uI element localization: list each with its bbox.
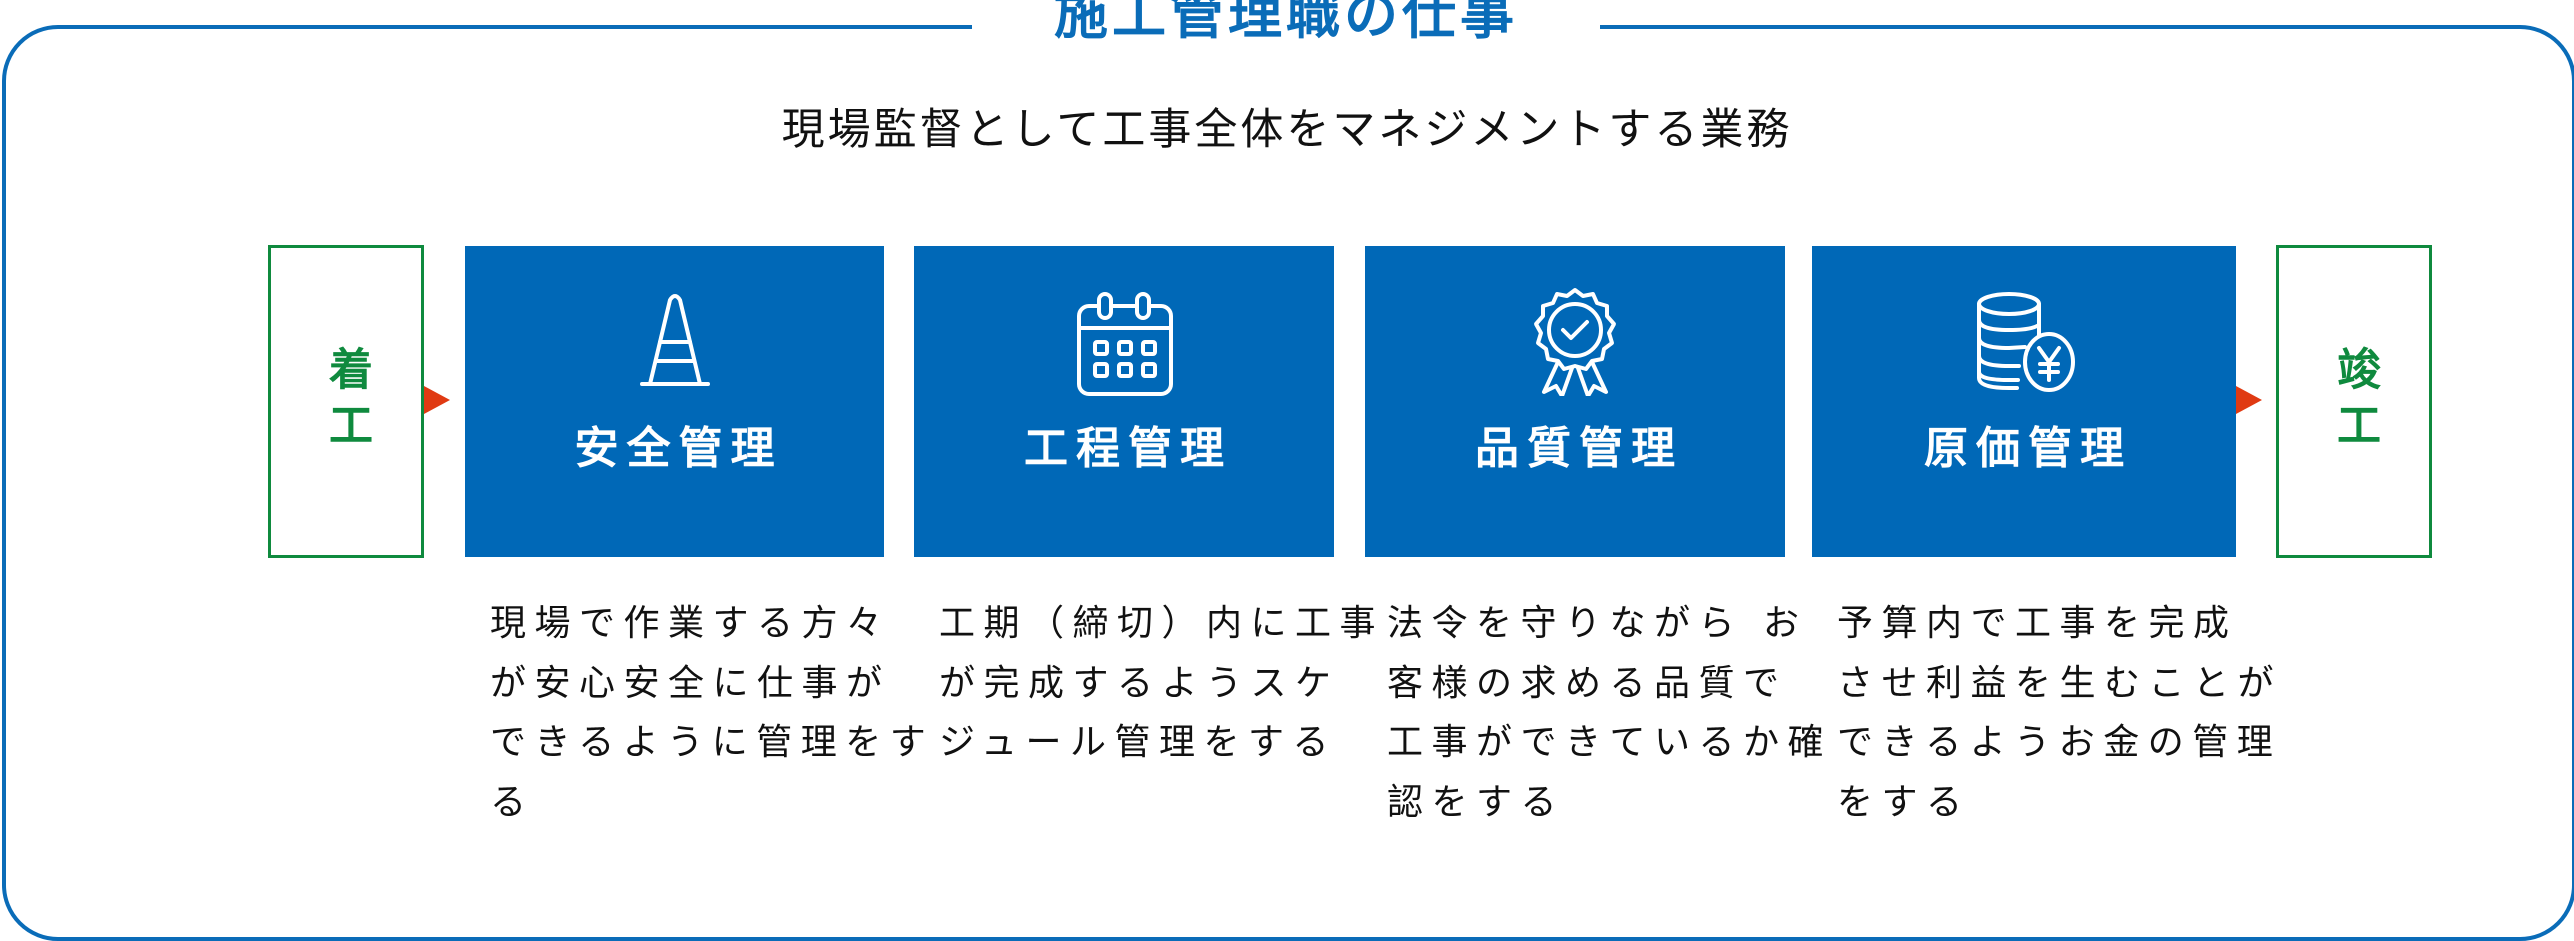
description-line: できるようお金の管理 xyxy=(1837,722,2282,763)
step-label: 原価管理 xyxy=(1924,423,2132,474)
start-box: 着工 xyxy=(268,245,424,558)
description-line: 法令を守りながら お xyxy=(1387,603,1808,644)
step-card-schedule: 工程管理 xyxy=(914,246,1334,557)
description-line: 認をする xyxy=(1387,781,1566,823)
step-description-schedule: 工期（締切）内に工事 が完成するようスケ ジュール管理をする xyxy=(939,594,1385,773)
title-gap xyxy=(972,18,1600,38)
step-card-quality: 品質管理 xyxy=(1365,246,1785,557)
arrow-right-icon xyxy=(424,386,450,414)
step-description-safety: 現場で作業する方々 が安心安全に仕事が できるように管理をす る xyxy=(490,594,935,832)
end-label: 竣工 xyxy=(2329,345,2380,458)
description-line: できるように管理をす xyxy=(490,722,935,763)
description-line: ジュール管理をする xyxy=(939,722,1337,763)
end-box: 竣工 xyxy=(2276,245,2432,558)
step-description-quality: 法令を守りながら お 客様の求める品質で 工事ができているか確 認をする xyxy=(1387,594,1833,832)
step-label: 安全管理 xyxy=(574,423,783,474)
calendar-icon xyxy=(1069,286,1179,396)
description-line: る xyxy=(490,781,535,823)
description-line: 予算内で工事を完成 xyxy=(1837,603,2238,644)
description-line: をする xyxy=(1837,781,1971,823)
step-label: 工程管理 xyxy=(1024,423,1232,474)
step-card-cost: 原価管理 xyxy=(1812,246,2236,557)
description-line: 現場で作業する方々 xyxy=(490,603,891,644)
step-label: 品質管理 xyxy=(1475,423,1683,474)
start-label: 着工 xyxy=(321,345,372,458)
coins-yen-icon xyxy=(1969,286,2079,396)
traffic-cone-icon xyxy=(620,286,730,396)
description-line: させ利益を生むことが xyxy=(1837,662,2283,704)
description-line: 工期（締切）内に工事 xyxy=(939,603,1385,644)
description-line: 客様の求める品質で xyxy=(1387,662,1788,704)
description-line: 工事ができているか確 xyxy=(1387,722,1833,763)
step-card-safety: 安全管理 xyxy=(465,246,884,557)
description-line: が安心安全に仕事が xyxy=(490,662,891,704)
description-line: が完成するようスケ xyxy=(939,662,1340,704)
arrow-right-icon xyxy=(2236,386,2262,414)
page-title: 施工管理職の仕事 xyxy=(1054,0,1518,46)
step-description-cost: 予算内で工事を完成 させ利益を生むことが できるようお金の管理 をする xyxy=(1837,594,2283,832)
award-badge-check-icon xyxy=(1520,286,1630,396)
page-subtitle: 現場監督として工事全体をマネジメントする業務 xyxy=(781,105,1793,155)
